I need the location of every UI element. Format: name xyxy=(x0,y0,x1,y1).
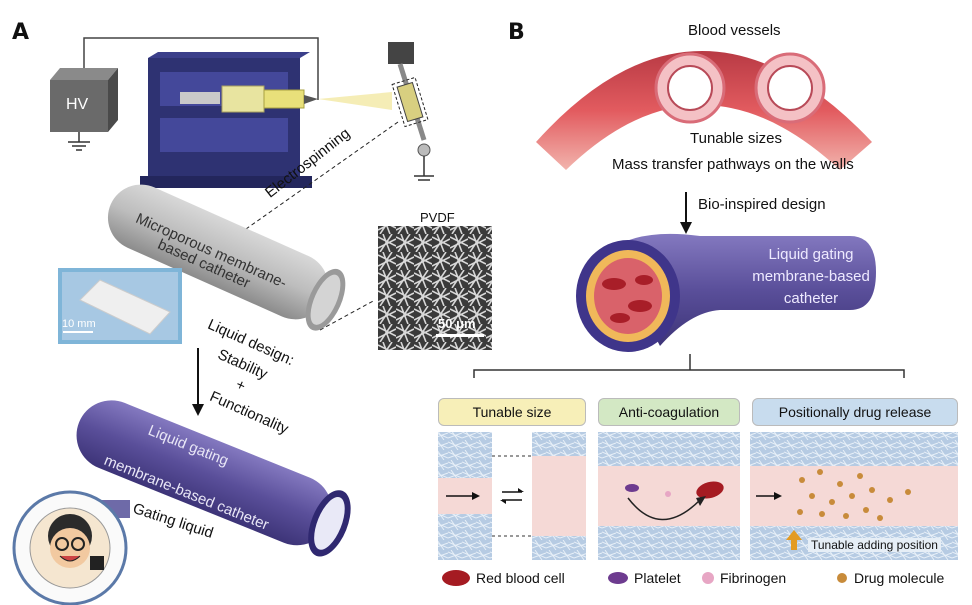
collector xyxy=(388,42,434,181)
liquid-gating-catheter-a xyxy=(76,400,351,557)
panel-a-letter: A xyxy=(12,20,30,45)
catheter-b-label-3: catheter xyxy=(783,290,839,307)
hv-power-supply xyxy=(50,68,118,151)
catheter-photo xyxy=(58,268,182,344)
tab-tunable-size: Tunable size xyxy=(438,398,586,426)
legend-red-blood-cell: Red blood cell xyxy=(476,570,565,586)
group-logo xyxy=(12,490,128,605)
blood-vessel xyxy=(536,51,872,170)
panel-b-letter: B xyxy=(508,20,525,45)
catheter-b-label-2: membrane-based xyxy=(752,268,870,285)
sem-image xyxy=(378,226,492,350)
tab-anti-coagulation: Anti-coagulation xyxy=(598,398,740,426)
tunable-size-illustration xyxy=(438,432,586,560)
legend-drug-molecule: Drug molecule xyxy=(854,570,945,586)
bio-inspired-label: Bio-inspired design xyxy=(698,196,826,213)
anti-coagulation-illustration xyxy=(598,432,740,560)
platelet-icon xyxy=(608,572,628,584)
fibrinogen-icon xyxy=(702,572,714,584)
legend-fibrinogen: Fibrinogen xyxy=(720,570,787,586)
pvdf-label: PVDF xyxy=(420,210,455,225)
liquid-gating-catheter-b xyxy=(576,233,876,352)
hv-label: HV xyxy=(66,96,89,113)
drug-release-illustration xyxy=(750,432,958,560)
sem-scale: 50 μm xyxy=(438,316,476,331)
tab-drug-release: Positionally drug release xyxy=(752,398,958,426)
drug-molecule-icon xyxy=(837,573,847,583)
photo-scale: 10 mm xyxy=(62,318,96,330)
tunable-sizes-label: Tunable sizes xyxy=(690,130,782,147)
mass-transfer-label: Mass transfer pathways on the walls xyxy=(612,156,854,173)
syringe-pump xyxy=(140,52,318,188)
legend-platelet: Platelet xyxy=(634,570,681,586)
red-blood-cell-icon xyxy=(442,570,470,586)
blood-vessels-label: Blood vessels xyxy=(688,22,781,39)
tunable-adding-label: Tunable adding position xyxy=(808,538,941,552)
catheter-b-label-1: Liquid gating xyxy=(768,246,854,263)
microporous-catheter xyxy=(107,184,346,331)
